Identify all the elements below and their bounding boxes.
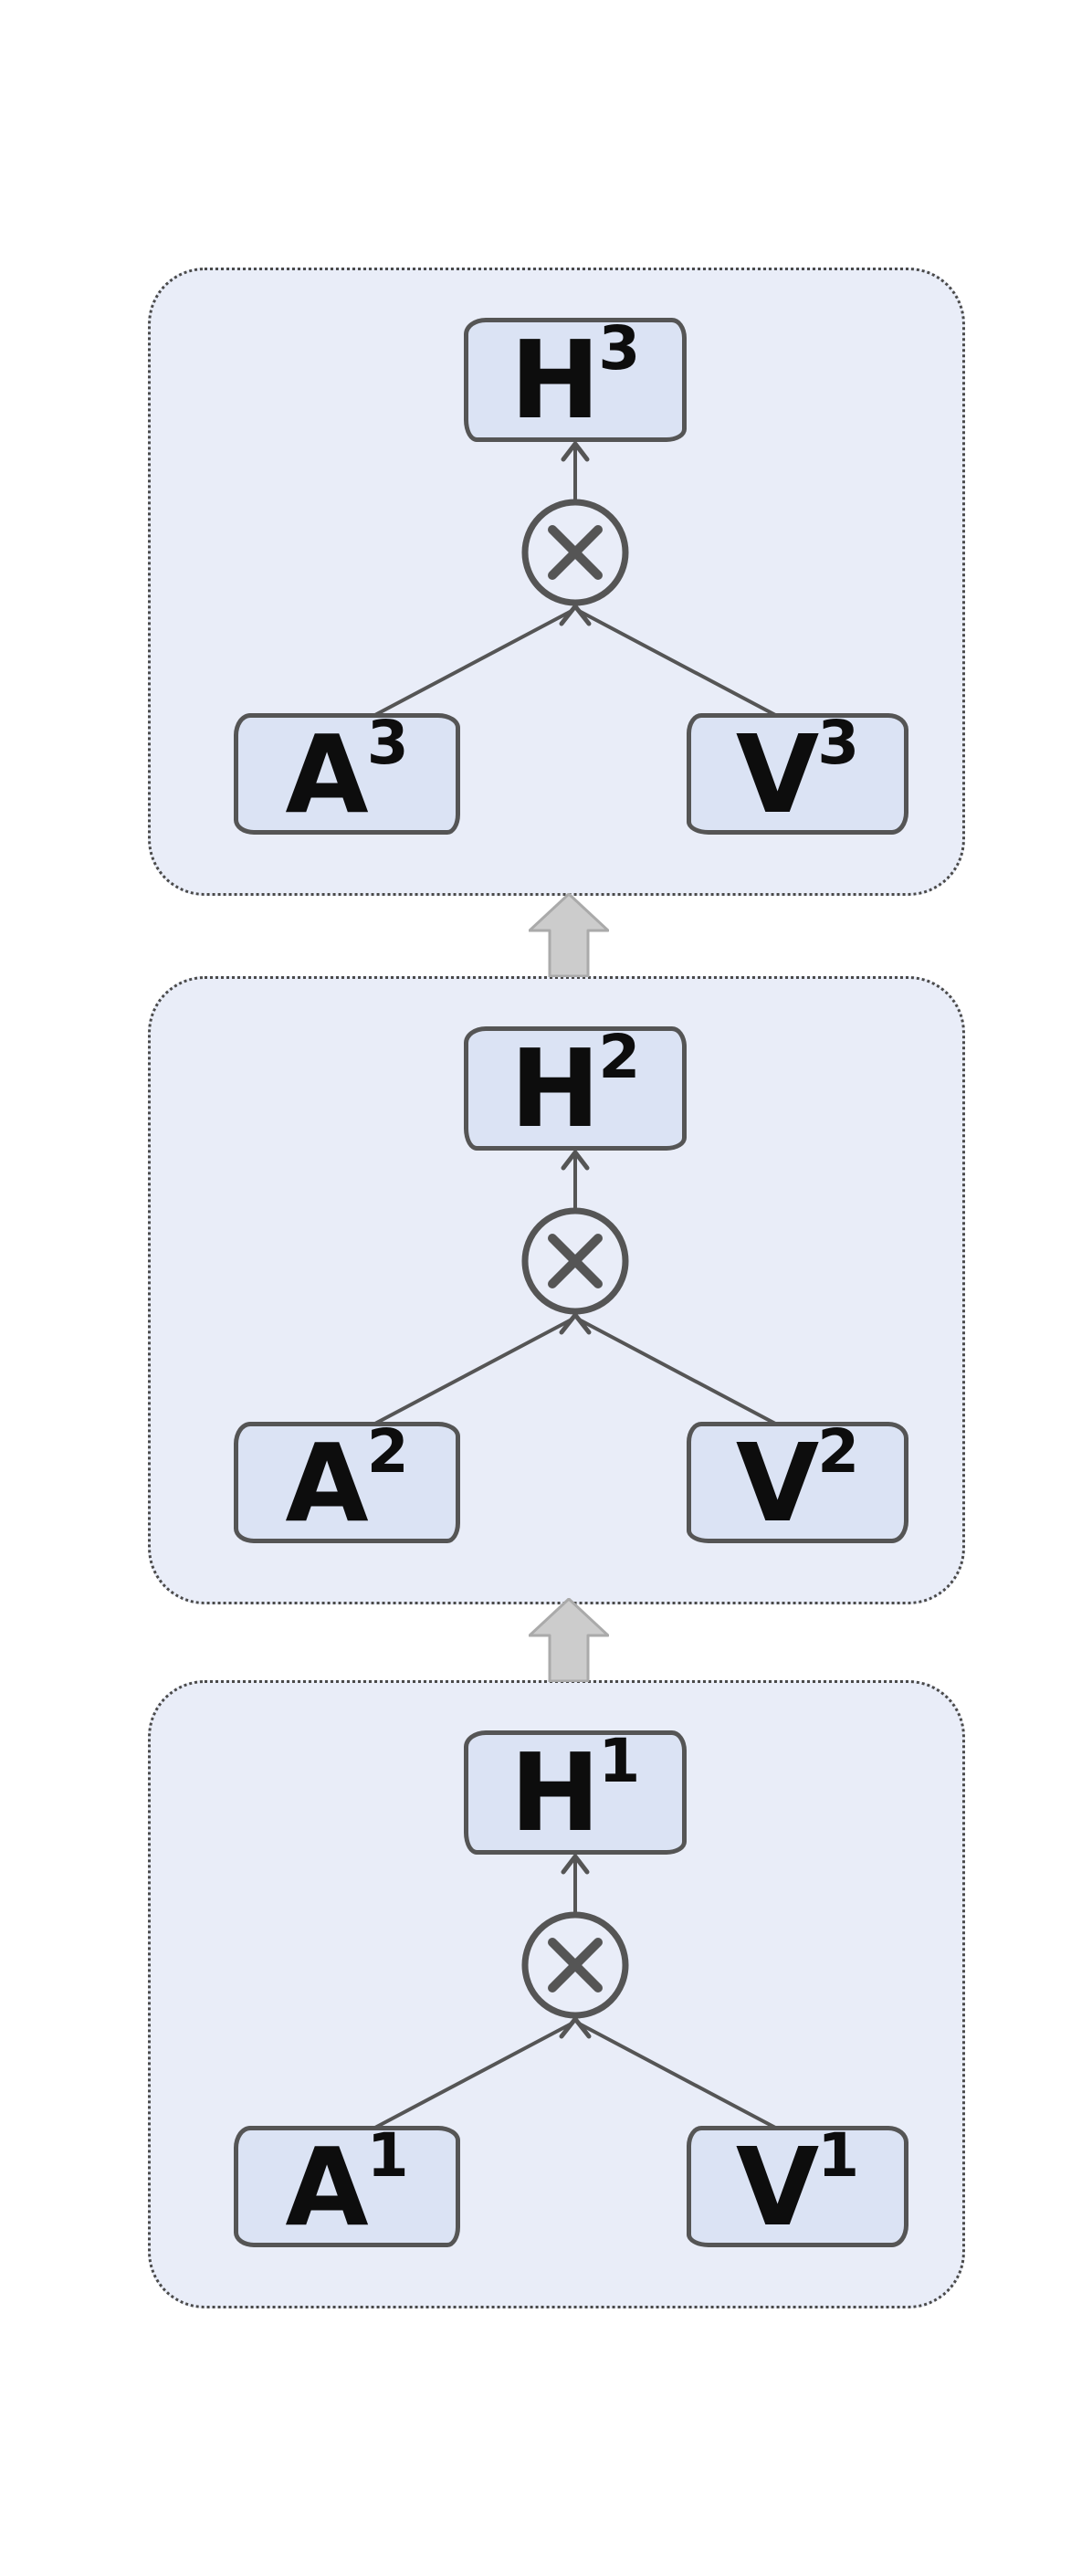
node-a3-label: A [285, 710, 368, 837]
edge-a-to-operator [370, 1318, 573, 1427]
node-v2-superscript: 2 [817, 1415, 860, 1487]
node-h3-label: H [509, 317, 601, 443]
multiply-operator-icon [521, 499, 629, 606]
node-v3-superscript: 3 [817, 707, 860, 778]
node-a3-superscript: 3 [366, 707, 409, 778]
edge-v-to-operator [577, 1318, 781, 1427]
node-h2-superscript: 2 [598, 1022, 641, 1092]
multiply-operator-icon [521, 1911, 629, 2019]
node-v3-label: V [735, 710, 819, 837]
node-v1-superscript: 1 [817, 2119, 860, 2191]
node-a2-label: A [285, 1419, 368, 1546]
up-arrow-icon-block1-to-block2 [529, 1598, 609, 1682]
edge-a-to-operator [370, 609, 573, 719]
arrowhead-into-operator [559, 604, 592, 626]
node-a1-superscript: 1 [366, 2119, 409, 2191]
node-h1-superscript: 1 [598, 1726, 641, 1796]
node-h2-label: H [509, 1025, 601, 1151]
node-a1-label: A [285, 2123, 368, 2250]
node-h1-label: H [509, 1730, 601, 1856]
node-v2-label: V [735, 1419, 819, 1546]
arrowhead-into-h [561, 1150, 590, 1171]
edge-v-to-operator [577, 2022, 781, 2131]
multiply-operator-icon [521, 1207, 629, 1315]
edge-v-to-operator [577, 609, 781, 719]
arrowhead-into-operator [559, 2016, 592, 2039]
arrowhead-into-operator [559, 1312, 592, 1335]
node-a2-superscript: 2 [366, 1415, 409, 1487]
edge-a-to-operator [370, 2022, 573, 2131]
node-v1-label: V [735, 2123, 819, 2250]
up-arrow-icon-block2-to-block3 [529, 893, 609, 977]
node-h3-superscript: 3 [598, 313, 641, 384]
arrowhead-into-h [561, 1854, 590, 1875]
arrowhead-into-h [561, 441, 590, 462]
